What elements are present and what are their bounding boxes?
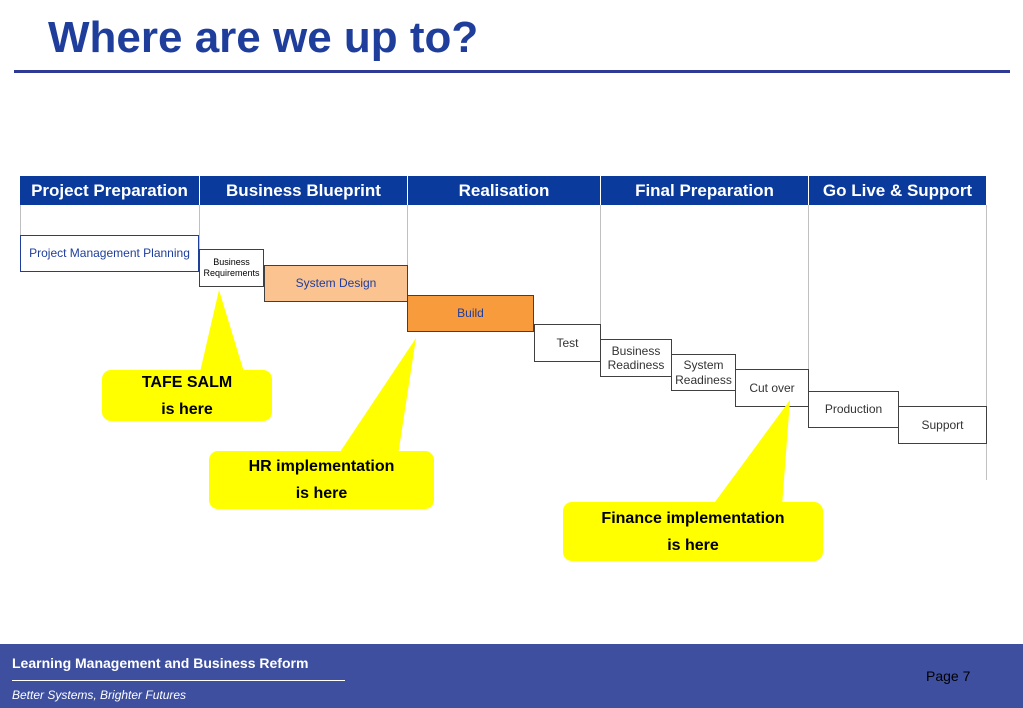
task-support: Support (898, 406, 987, 444)
callout-line: TAFE SALM (141, 373, 233, 391)
task-label: Production (824, 402, 883, 417)
phase-realisation: Realisation (408, 176, 600, 205)
task-test: Test (534, 324, 601, 362)
task-cut-over: Cut over (735, 369, 809, 407)
task-label: Build (457, 306, 484, 321)
grid-line (199, 205, 200, 249)
task-system-design: System Design (264, 265, 408, 302)
task-label: Business (213, 257, 250, 268)
callout-tafe-salm: TAFE SALM is here (102, 370, 272, 421)
footer-divider (12, 680, 345, 681)
finance-pointer (712, 400, 790, 506)
task-label: System Design (295, 276, 377, 291)
phase-go-live-support: Go Live & Support (809, 176, 986, 205)
callout-line: Finance implementation (601, 509, 785, 527)
callout-line: is here (161, 400, 213, 418)
task-label: Support (921, 417, 964, 432)
page-title: Where are we up to? (48, 13, 479, 62)
task-label: Business (611, 343, 661, 358)
callout-hr-implementation: HR implementation is here (209, 451, 434, 509)
callout-finance-implementation: Finance implementation is here (563, 502, 823, 561)
callout-line: is here (667, 536, 719, 554)
grid-line (407, 205, 408, 295)
task-label: Readiness (607, 358, 665, 372)
task-label: Project Management Planning (29, 246, 190, 261)
task-project-management-planning: Project Management Planning (20, 235, 199, 272)
task-business-readiness: Business Readiness (600, 339, 672, 377)
phase-final-preparation: Final Preparation (601, 176, 808, 205)
task-label: Cut over (749, 380, 795, 395)
task-label: Test (556, 335, 579, 350)
phase-business-blueprint: Business Blueprint (200, 176, 407, 205)
task-system-readiness: System Readiness (671, 354, 736, 391)
grid-line (600, 205, 601, 339)
task-label: Readiness (675, 372, 732, 387)
grid-line (808, 205, 809, 391)
task-production: Production (808, 391, 899, 428)
tafe-salm-pointer (200, 290, 244, 372)
task-build: Build (407, 295, 534, 332)
task-label: System (683, 358, 724, 373)
footer-bar (0, 644, 1023, 708)
task-label: Requirements (203, 268, 260, 278)
footer-tagline: Better Systems, Brighter Futures (12, 688, 187, 702)
page-number: Page 7 (926, 668, 971, 684)
task-business-requirements: Business Requirements (199, 249, 264, 287)
title-divider (14, 70, 1010, 73)
footer-title: Learning Management and Business Reform (12, 655, 309, 671)
phase-project-preparation: Project Preparation (20, 176, 199, 205)
hr-pointer (338, 338, 416, 455)
callout-line: HR implementation (248, 458, 395, 475)
callout-line: is here (295, 485, 348, 502)
grid-line (986, 205, 987, 480)
